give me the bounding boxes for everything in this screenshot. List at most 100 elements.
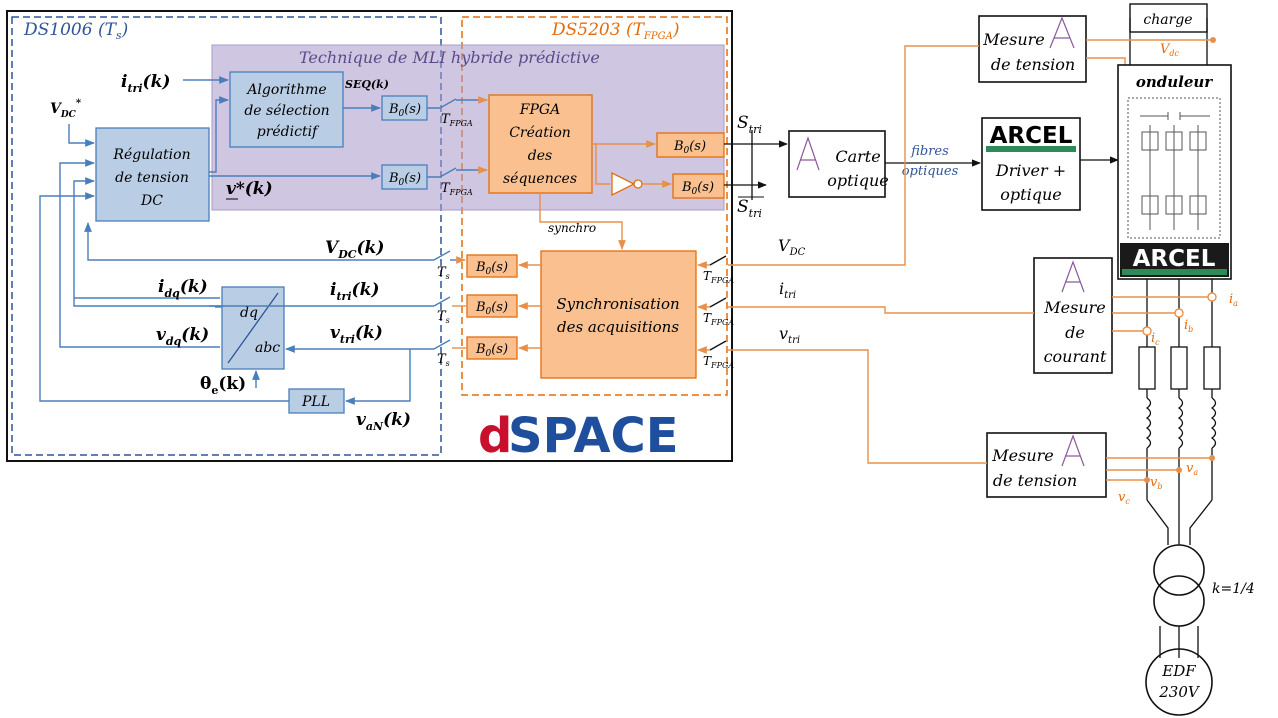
label-ts-3: Ts (437, 352, 450, 368)
ds5203-region (461, 16, 728, 396)
mli-title: Technique de MLI hybride prédictive (299, 48, 600, 67)
hold-label-vref: B0(s) (388, 171, 421, 188)
synchronisation-block (540, 250, 697, 379)
hold-label-s-top: B0(s) (673, 139, 706, 156)
label-vdc-in: VDC (778, 236, 806, 258)
pll-block (288, 388, 345, 414)
charge-box (1129, 3, 1208, 33)
orange-wiring (452, 140, 727, 354)
mesure-courant-label-1: Mesure (1043, 298, 1105, 317)
s-outputs (724, 130, 788, 200)
driver-label-1: Driver + (995, 161, 1066, 180)
ds1006-region (11, 16, 442, 456)
label-synchro: synchro (548, 221, 596, 235)
label-stri: Stri (737, 113, 762, 136)
regulation-block (95, 127, 210, 222)
fibres-label-1: fibres (910, 144, 949, 159)
label-vtri-in: vtri (779, 324, 800, 346)
carte-optique-box (788, 130, 886, 198)
hold-block-itri (466, 294, 518, 318)
label-tfpga-2: TFPGA (441, 181, 473, 197)
dc-bus (728, 18, 1216, 266)
regulation-label-1: Régulation (112, 147, 190, 163)
algorithme-label-3: prédictif (257, 124, 320, 140)
sync-label-2: des acquisitions (557, 318, 679, 336)
label-vdc-star: VDC* (50, 98, 82, 120)
mesure-courant-label-3: courant (1044, 347, 1107, 366)
ampere-icon (796, 136, 820, 171)
label-vdc-k: VDC(k) (325, 238, 384, 261)
transformer-secondary-icon (1153, 575, 1205, 627)
algorithme-block (229, 71, 344, 148)
hold-block-vdc (466, 254, 518, 278)
onduleur-label: onduleur (1136, 73, 1213, 91)
sync-label-1: Synchronisation (556, 295, 679, 313)
mesure-bottom-label-1: Mesure (991, 446, 1053, 465)
label-tfpga-3: TFPGA (703, 269, 734, 285)
edf-label-2: 230V (1158, 683, 1201, 701)
fibres-label-2: optiques (902, 164, 959, 179)
label-k-ratio: k=1/4 (1212, 581, 1255, 597)
arcel-logo-onduleur: ARCEL (1133, 246, 1216, 272)
fpga-label-4: séquences (503, 171, 577, 187)
driver-box (981, 117, 1081, 211)
arcel-logo-driver: ARCEL (990, 123, 1073, 149)
label-ia: ia (1229, 292, 1238, 308)
mesure-courant-box (1033, 257, 1113, 374)
label-tfpga-1: TFPGA (441, 112, 473, 128)
charge-label: charge (1143, 12, 1192, 28)
phase-lines (1138, 279, 1221, 658)
label-ts-1: Ts (437, 265, 450, 281)
hold-block-s-bottom (672, 173, 725, 199)
mesure-top-label-2: de tension (991, 55, 1075, 74)
label-ts-2: Ts (437, 309, 450, 325)
abc-label: abc (255, 340, 280, 356)
hold-block-vref (381, 164, 428, 190)
fpga-label-2: Création (509, 125, 571, 141)
inverter-bridge-icon (1127, 97, 1221, 239)
mesure-top-label-1: Mesure (982, 30, 1044, 49)
label-va: va (1186, 461, 1198, 477)
label-idq-k: idq(k) (158, 277, 208, 300)
voltage-taps (728, 349, 1215, 483)
fpga-label-3: des (528, 148, 552, 164)
dspace-logo-d: d (478, 408, 512, 464)
hold-block-vtri (466, 336, 518, 360)
transformer-primary-icon (1153, 544, 1205, 596)
blue-wiring (39, 76, 487, 405)
edf-label-1: EDF (1161, 662, 1196, 680)
label-itri-k-fb: itri(k) (330, 280, 379, 303)
hold-block-s-top (656, 132, 725, 158)
current-taps (728, 292, 1217, 336)
label-ic: ic (1151, 331, 1160, 347)
label-vb: vb (1150, 475, 1162, 491)
label-van-k: vaN(k) (356, 410, 411, 433)
label-vtri-k-fb: vtri(k) (330, 323, 383, 346)
label-itri-in: itri (779, 279, 796, 301)
ds5203-label: DS5203 (TFPGA) (551, 20, 679, 42)
regulation-label-2: de tension (115, 170, 189, 186)
ds1006-label: DS1006 (Ts) (23, 20, 128, 42)
mesure-courant-label-2: de (1065, 323, 1085, 342)
hold-label-vtri: B0(s) (475, 342, 508, 359)
label-vc: vc (1118, 490, 1130, 506)
mesure-tension-top-box (978, 15, 1087, 83)
not-gate (611, 171, 636, 197)
pll-label: PLL (301, 394, 330, 410)
edf-source-icon (1145, 648, 1213, 716)
label-seq-k: SEQ(k) (345, 78, 389, 91)
dspace-logo-space: SPACE (508, 408, 679, 464)
regulation-label-3: DC (140, 193, 163, 209)
label-ib: ib (1184, 318, 1193, 334)
mesure-tension-bottom-box (986, 432, 1107, 498)
hold-label-vdc: B0(s) (475, 260, 508, 277)
hold-label-seq: B0(s) (388, 102, 421, 119)
fpga-label-1: FPGA (519, 102, 560, 118)
hold-label-s-bottom: B0(s) (681, 180, 714, 197)
carte-label-2: optique (827, 171, 888, 190)
label-stri-bar: Stri (737, 197, 762, 220)
label-tfpga-4: TFPGA (703, 311, 734, 327)
label-tfpga-5: TFPGA (703, 354, 734, 370)
dq-label: dq (240, 305, 258, 321)
